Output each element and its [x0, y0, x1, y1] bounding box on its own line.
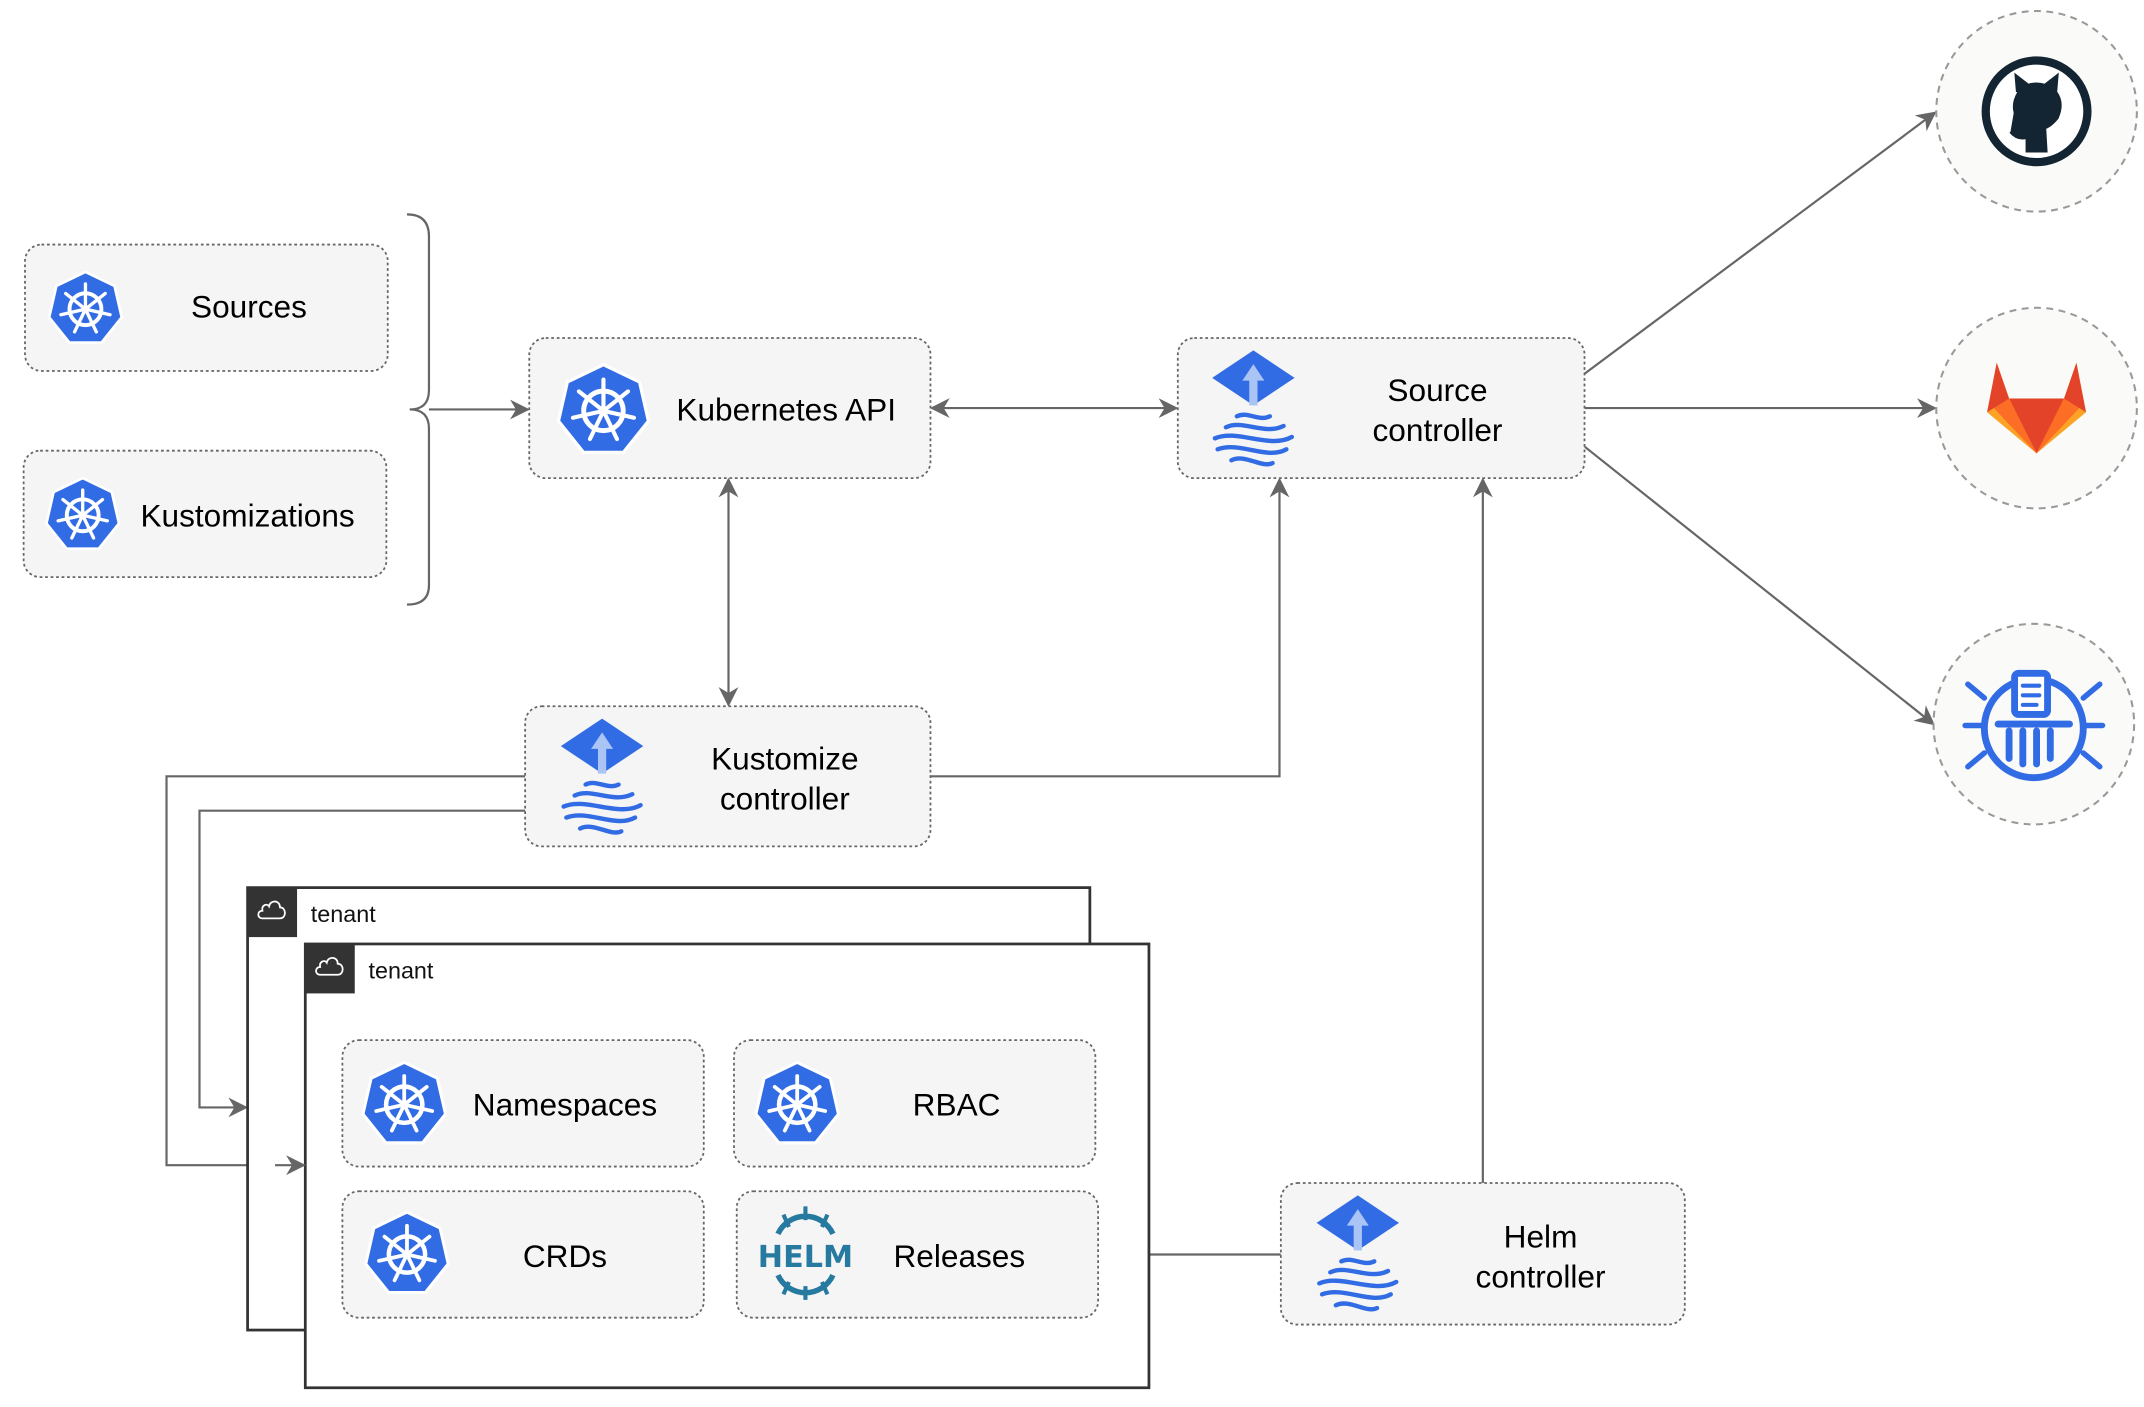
helm-icon: HELM	[758, 1206, 853, 1300]
releases-node[interactable]: HELM Releases	[735, 1190, 1099, 1319]
sources-bracket	[406, 213, 431, 606]
rbac-label: RBAC	[913, 1087, 1001, 1123]
helm-controller-node[interactable]: Helm controller	[1279, 1182, 1686, 1326]
github-source[interactable]	[1935, 9, 2138, 213]
edge-source-to-bucket	[1583, 445, 1936, 726]
rbac-node[interactable]: RBAC	[733, 1039, 1097, 1168]
bucket-source[interactable]	[1932, 622, 2136, 826]
source-controller-node[interactable]: Source controller	[1176, 337, 1586, 480]
source-controller-label-line2: controller	[1373, 412, 1503, 448]
helm-controller-label-line1: Helm	[1504, 1219, 1578, 1255]
kustomizations-label: Kustomizations	[140, 497, 354, 533]
gitlab-icon	[1987, 362, 2087, 454]
kustomize-controller-label-line2: controller	[720, 780, 850, 816]
helm-controller-label-line2: controller	[1476, 1258, 1606, 1294]
tenant-label: tenant	[369, 957, 434, 983]
kustomize-controller-label-line1: Kustomize	[711, 740, 858, 776]
github-icon	[1981, 56, 2092, 167]
helm-logo-text: HELM	[758, 1240, 853, 1275]
edge-source-to-github	[1583, 111, 1937, 375]
bucket-icon	[1962, 669, 2106, 782]
source-controller-label-line1: Source	[1387, 372, 1487, 408]
kustomize-controller-node[interactable]: Kustomize controller	[524, 705, 932, 848]
edge-kustomize-to-tenant-front	[165, 775, 526, 1176]
kubernetes-api-label: Kubernetes API	[676, 391, 896, 427]
tenant-label: tenant	[311, 901, 376, 927]
kubernetes-api-node[interactable]: Kubernetes API	[528, 337, 932, 480]
edge-kustomize-to-source-controller	[930, 477, 1290, 778]
namespaces-node[interactable]: Namespaces	[341, 1039, 705, 1168]
kustomizations-node[interactable]: Kustomizations	[22, 449, 388, 578]
sources-label: Sources	[191, 288, 307, 324]
crds-label: CRDs	[523, 1238, 607, 1274]
sources-node[interactable]: Sources	[24, 243, 389, 372]
crds-node[interactable]: CRDs	[341, 1190, 705, 1319]
namespaces-label: Namespaces	[473, 1087, 657, 1123]
edge-kustomize-to-tenant-back	[198, 809, 526, 1118]
gitlab-source[interactable]	[1935, 306, 2138, 510]
releases-label: Releases	[893, 1238, 1025, 1274]
